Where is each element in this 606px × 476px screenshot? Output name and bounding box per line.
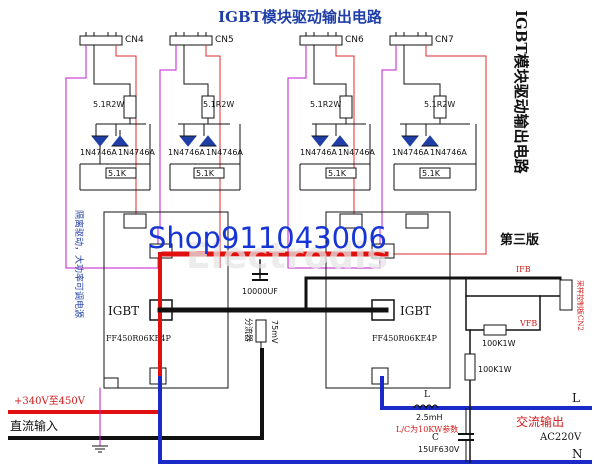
gate-resistor-label: 5.1R2W <box>424 100 455 109</box>
dc-voltage-label: +340V至450V <box>14 395 86 407</box>
cap-value: 15UF630V <box>418 445 460 454</box>
connector-cn4: CN4 <box>79 32 144 46</box>
inductor-value: 2.5mH <box>416 413 443 422</box>
igbt-module-left: IGBT FF450R06KE4P <box>103 211 229 389</box>
ge-resistor-label: 5.1K <box>196 169 215 178</box>
vfb-label: VFB <box>519 319 537 328</box>
side-note: 隔离驱动，大功率可调电源 <box>73 210 85 318</box>
zener-label: 1N4746A <box>392 148 429 157</box>
shunt-value: 75mV <box>270 320 279 344</box>
capacitor-10000uf: 10000UF <box>242 273 278 296</box>
ac-output-label: 交流输出 <box>516 414 564 429</box>
cap-name: C <box>432 433 439 443</box>
zener-label: 1N4746A <box>118 148 155 157</box>
driver-stage-cn5: 5.1R2W 1N4746A 1N4746A 5.1K <box>168 95 243 191</box>
ge-resistor-label: 5.1K <box>108 169 127 178</box>
side-title: IGBT模块驱动输出电路 <box>512 10 530 175</box>
zener-label: 1N4746A <box>168 148 205 157</box>
gate-resistor-label: 5.1R2W <box>203 100 234 109</box>
shunt: 分流器 75mV <box>244 318 279 350</box>
connector-cn7: CN7 <box>389 32 454 46</box>
ground-symbol <box>92 445 108 453</box>
driver-stage-cn7: 5.1R2W 1N4746A 1N4746A 5.1K <box>392 95 477 191</box>
terminal-l: L <box>572 391 580 405</box>
connector-cn5: CN5 <box>169 32 234 46</box>
zener-label: 1N4746A <box>206 148 243 157</box>
inductor-l: L 2.5mH <box>413 390 443 422</box>
ge-resistor-label: 5.1K <box>328 169 347 178</box>
zener-label: 1N4746A <box>300 148 337 157</box>
capacitor-c: C 15UF630V <box>418 408 474 462</box>
igbt-label: IGBT <box>400 304 431 318</box>
connector-label: CN5 <box>215 35 234 45</box>
driver-stage-cn6: 5.1R2W 1N4746A 1N4746A 5.1K <box>299 95 375 191</box>
connector-label: CN6 <box>345 35 364 45</box>
sample-board: 采样控制板CN2 <box>559 279 585 331</box>
power-bus <box>8 251 592 464</box>
ifb-label: IFB <box>516 265 531 274</box>
shunt-label: 分流器 <box>244 318 254 342</box>
igbt-model: FF450R06KE4P <box>106 334 171 343</box>
gate-resistor-label: 5.1R2W <box>93 100 124 109</box>
lc-note: L/C为10KW参数 <box>396 424 458 434</box>
zener-label: 1N4746A <box>80 148 117 157</box>
ge-resistor-label: 5.1K <box>422 169 441 178</box>
dc-input-label: 直流输入 <box>10 418 58 433</box>
igbt-label: IGBT <box>108 304 139 318</box>
watermark: Electrodis <box>186 236 388 277</box>
diagram-title: IGBT模块驱动输出电路 <box>218 8 383 26</box>
gate-resistor-label: 5.1R2W <box>310 100 341 109</box>
connector-label: CN7 <box>435 35 454 45</box>
zener-label: 1N4746A <box>338 148 375 157</box>
terminal-n: N <box>572 447 583 461</box>
svg-text:IGBT模块驱动输出电路: IGBT模块驱动输出电路 <box>512 10 530 175</box>
r-100k-1: 100K1W <box>482 339 516 348</box>
r-100k-2: 100K1W <box>478 365 512 374</box>
svg-text:采样控制板CN2: 采样控制板CN2 <box>576 280 585 331</box>
driver-stage-cn4: 5.1R2W 1N4746A 1N4746A 5.1K <box>79 95 155 191</box>
connector-label: CN4 <box>125 35 144 45</box>
connector-cn6: CN6 <box>299 32 364 46</box>
feedback-resistors: 100K1W 100K1W <box>464 324 516 381</box>
igbt-model: FF450R06KE4P <box>372 334 437 343</box>
gate-signal-wires <box>65 45 487 269</box>
ac-voltage-label: AC220V <box>539 432 582 443</box>
capacitor-label: 10000UF <box>242 287 278 296</box>
shop-watermark: Shop911043006 <box>148 221 387 255</box>
version-label: 第三版 <box>500 232 539 248</box>
zener-label: 1N4746A <box>430 148 467 157</box>
svg-text:隔离驱动，大功率可调电源: 隔离驱动，大功率可调电源 <box>73 210 85 318</box>
inductor-name: L <box>424 390 430 400</box>
